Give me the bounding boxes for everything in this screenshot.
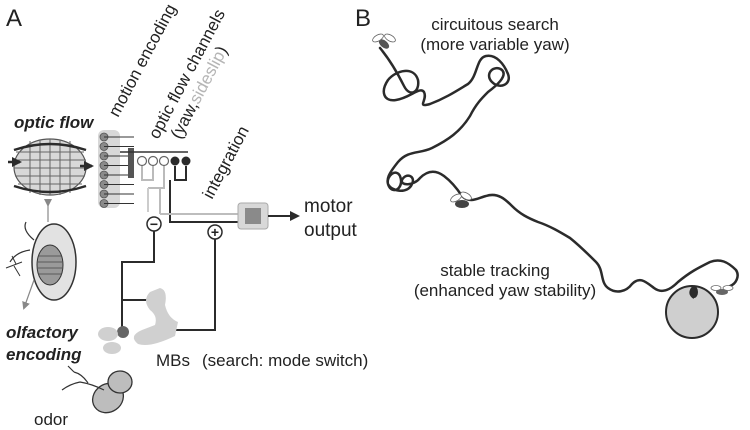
minus-symbol: − <box>150 216 158 232</box>
olfactory-line2: encoding <box>6 345 82 364</box>
optic-flow-label: optic flow <box>14 113 95 132</box>
fruit-odor-source-icon <box>665 285 734 339</box>
fly-top-view-icon <box>5 199 77 310</box>
motor-output-line1: motor <box>304 196 353 217</box>
tracking-line2: (enhanced yaw stability) <box>414 281 596 300</box>
search-line1: circuitous search <box>431 15 559 34</box>
mushroom-bodies-icon <box>98 288 178 354</box>
yaw-pathway <box>169 212 240 223</box>
panel-a: A optic flow <box>5 1 368 429</box>
mode-switch-wire <box>121 231 155 330</box>
optic-flow-channels <box>120 148 191 214</box>
motor-output-line2: output <box>304 220 358 241</box>
odor-label: odor <box>34 410 68 429</box>
plus-symbol: + <box>211 224 219 240</box>
tracking-line1: stable tracking <box>440 261 550 280</box>
panel-a-letter: A <box>6 5 22 32</box>
panel-b: B circuitous search (more variable yaw) … <box>355 5 739 339</box>
integration-label: integration <box>199 123 253 202</box>
antenna-icon <box>61 365 133 414</box>
fly-trajectory <box>378 46 739 293</box>
search-mode-label: (search: mode switch) <box>202 351 368 370</box>
fly-icon-middle <box>450 191 472 208</box>
fly-icon-top <box>372 33 396 49</box>
olfactory-line1: olfactory <box>6 323 79 342</box>
mbs-label: MBs <box>156 351 190 370</box>
integration-box <box>237 202 269 230</box>
optic-flow-drum <box>8 138 94 196</box>
search-line2: (more variable yaw) <box>420 35 569 54</box>
panel-b-letter: B <box>355 5 371 32</box>
